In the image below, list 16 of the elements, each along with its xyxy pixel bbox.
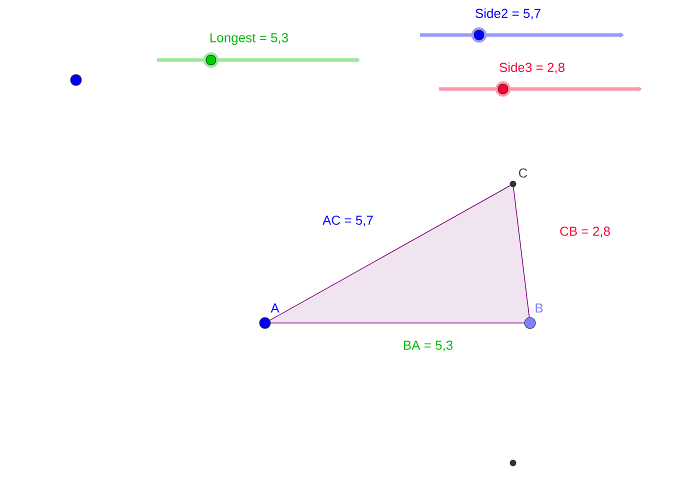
- triangle-side: [270, 322, 525, 324]
- point: [510, 460, 516, 466]
- edge-label: CB = 2,8: [560, 226, 610, 238]
- slider-label: Longest = 5,3: [210, 33, 288, 45]
- slider-label: Side2 = 5,7: [476, 8, 540, 20]
- triangle-side: [513, 186, 530, 318]
- point: [70, 74, 82, 86]
- slider-label: Side3 = 2,8: [500, 62, 564, 74]
- edge-label: BA = 5,3: [404, 340, 453, 352]
- point-label: B: [536, 304, 543, 312]
- point: [259, 317, 271, 329]
- point-label: A: [270, 304, 280, 312]
- point: [524, 317, 536, 329]
- point: [510, 180, 516, 188]
- point-label: C: [518, 168, 528, 178]
- edge-label: AC = 5,7: [322, 216, 373, 226]
